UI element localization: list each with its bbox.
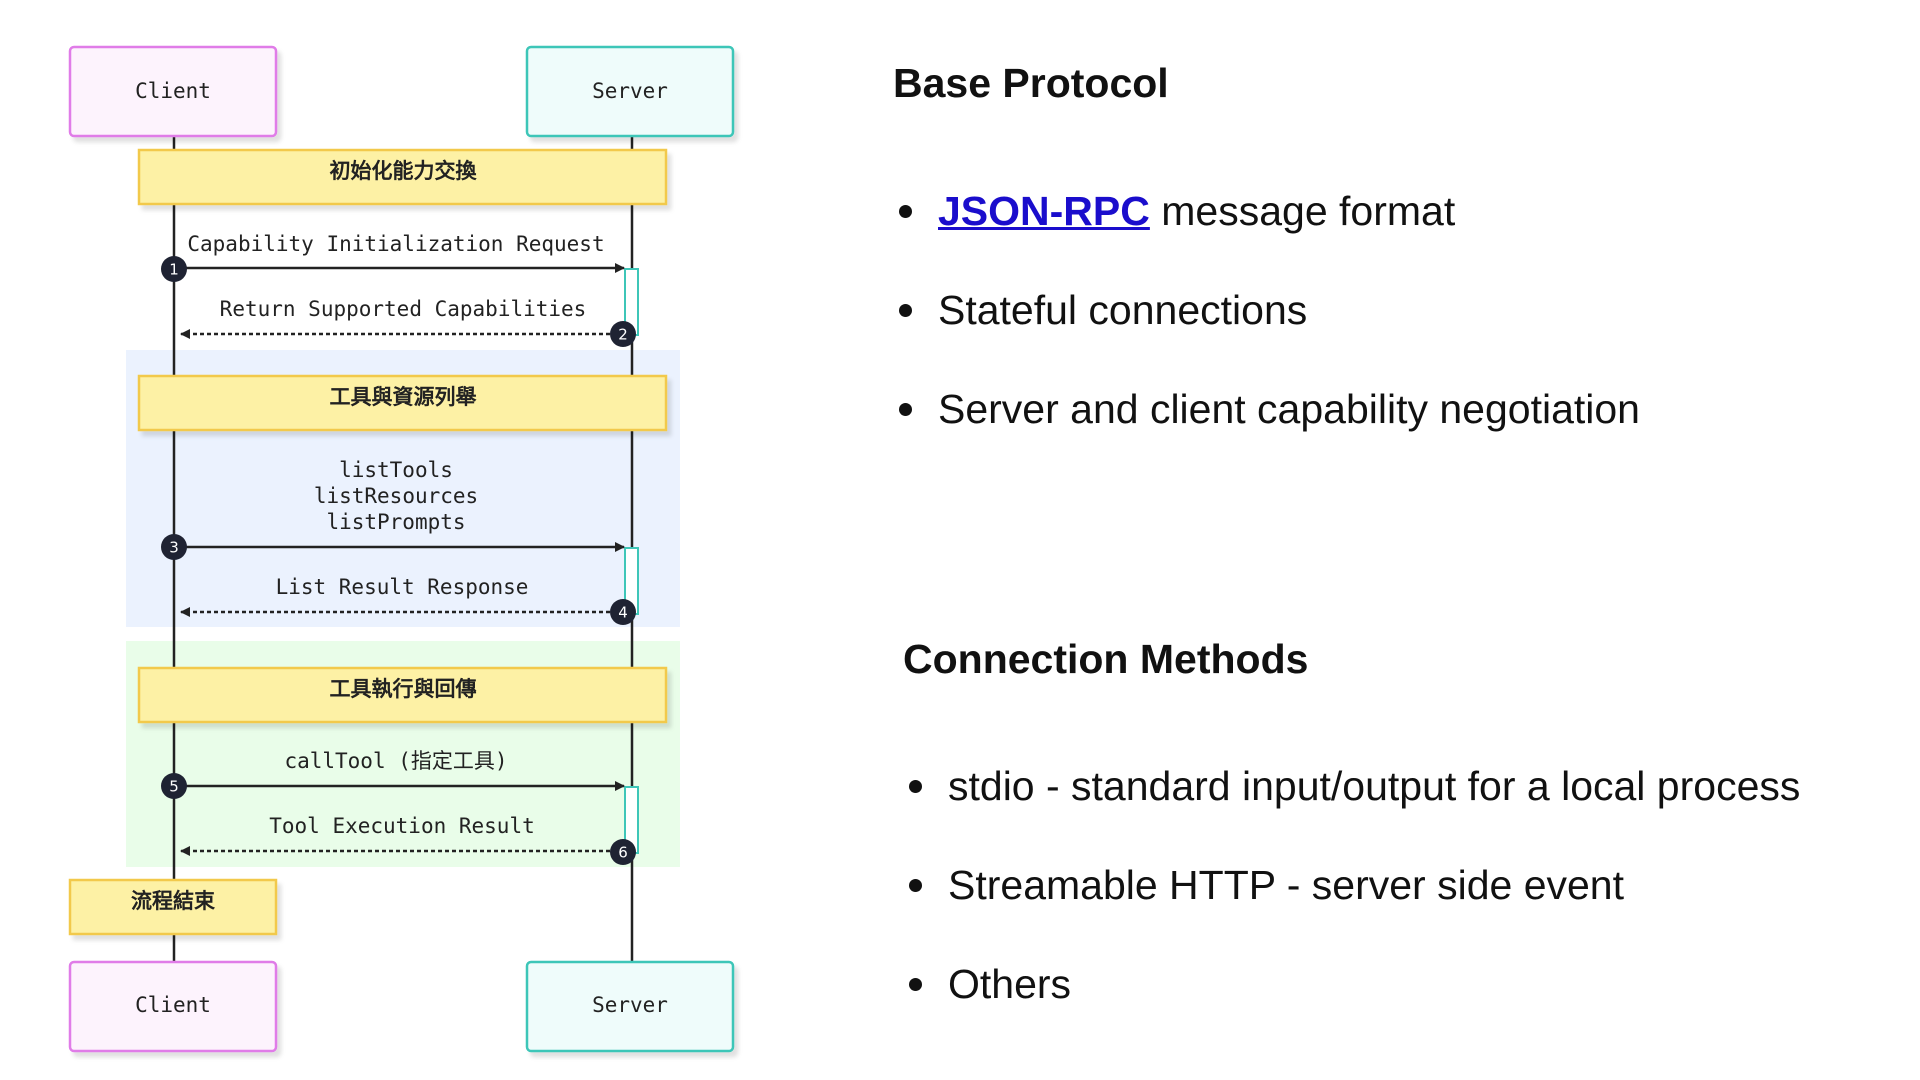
message-6: Tool Execution Result 6 xyxy=(180,814,636,865)
bullet-dot xyxy=(899,403,912,416)
server-actor-bottom: Server xyxy=(525,960,735,1053)
list-item: Streamable HTTP - server side event xyxy=(903,861,1800,909)
message-1: Capability Initialization Request 1 xyxy=(161,232,625,282)
message-label: listTools xyxy=(339,458,453,482)
client-actor-label: Client xyxy=(135,79,211,103)
sequence-diagram: Client Server Client Server 初始化能力交換 工具與資… xyxy=(68,45,735,1053)
bullet-dot xyxy=(899,205,912,218)
note-label: 流程結束 xyxy=(131,889,216,913)
note-end: 流程結束 xyxy=(68,878,278,936)
server-actor-top: Server xyxy=(525,45,735,138)
client-actor-top: Client xyxy=(68,45,278,138)
note-enumeration: 工具與資源列舉 xyxy=(137,374,668,432)
list-item-text: message format xyxy=(1149,188,1456,234)
message-5: callTool (指定工具) 5 xyxy=(161,749,625,799)
message-number: 2 xyxy=(618,326,628,344)
list-item: stdio - standard input/output for a loca… xyxy=(903,762,1800,810)
message-label: listResources xyxy=(314,484,478,508)
message-label: listPrompts xyxy=(326,510,465,534)
list-item: JSON-RPC message format xyxy=(893,187,1640,235)
list-item: Others xyxy=(903,960,1800,1008)
bullet-dot xyxy=(899,304,912,317)
message-label: callTool (指定工具) xyxy=(284,749,507,773)
note-label: 初始化能力交換 xyxy=(330,159,478,183)
message-2: Return Supported Capabilities 2 xyxy=(180,297,636,347)
list-item-text: Others xyxy=(948,961,1072,1007)
note-label: 工具執行與回傳 xyxy=(330,677,477,701)
base-protocol-list: JSON-RPC message format Stateful connect… xyxy=(893,187,1640,484)
message-number: 6 xyxy=(618,844,628,862)
server-actor-label: Server xyxy=(592,79,668,103)
client-actor-label: Client xyxy=(135,993,211,1017)
message-number: 1 xyxy=(169,261,179,279)
message-number: 4 xyxy=(618,604,628,622)
bullet-dot xyxy=(909,978,922,991)
list-item-text: stdio - standard input/output for a loca… xyxy=(948,763,1801,809)
note-label: 工具與資源列舉 xyxy=(330,385,478,409)
message-number: 3 xyxy=(169,539,179,557)
base-protocol-heading: Base Protocol xyxy=(893,60,1169,106)
list-item-text: Stateful connections xyxy=(938,287,1308,333)
message-label: Tool Execution Result xyxy=(269,814,535,838)
message-label: Capability Initialization Request xyxy=(187,232,604,256)
message-3: listTools listResources listPrompts 3 xyxy=(161,458,625,560)
list-item-text: Server and client capability negotiation xyxy=(938,386,1640,432)
connection-methods-heading: Connection Methods xyxy=(903,636,1309,682)
bullet-dot xyxy=(909,780,922,793)
server-actor-label: Server xyxy=(592,993,668,1017)
message-label: List Result Response xyxy=(276,575,529,599)
list-item: Server and client capability negotiation xyxy=(893,385,1640,433)
message-4: List Result Response 4 xyxy=(180,575,636,625)
note-initialization: 初始化能力交換 xyxy=(137,148,668,206)
json-rpc-link[interactable]: JSON-RPC xyxy=(938,188,1150,234)
list-item: Stateful connections xyxy=(893,286,1640,334)
message-number: 5 xyxy=(169,778,179,796)
connection-methods-list: stdio - standard input/output for a loca… xyxy=(903,762,1800,1059)
list-item-text: Streamable HTTP - server side event xyxy=(948,862,1624,908)
client-actor-bottom: Client xyxy=(68,960,278,1053)
note-execution: 工具執行與回傳 xyxy=(137,666,668,724)
message-label: Return Supported Capabilities xyxy=(220,297,587,321)
bullet-dot xyxy=(909,879,922,892)
